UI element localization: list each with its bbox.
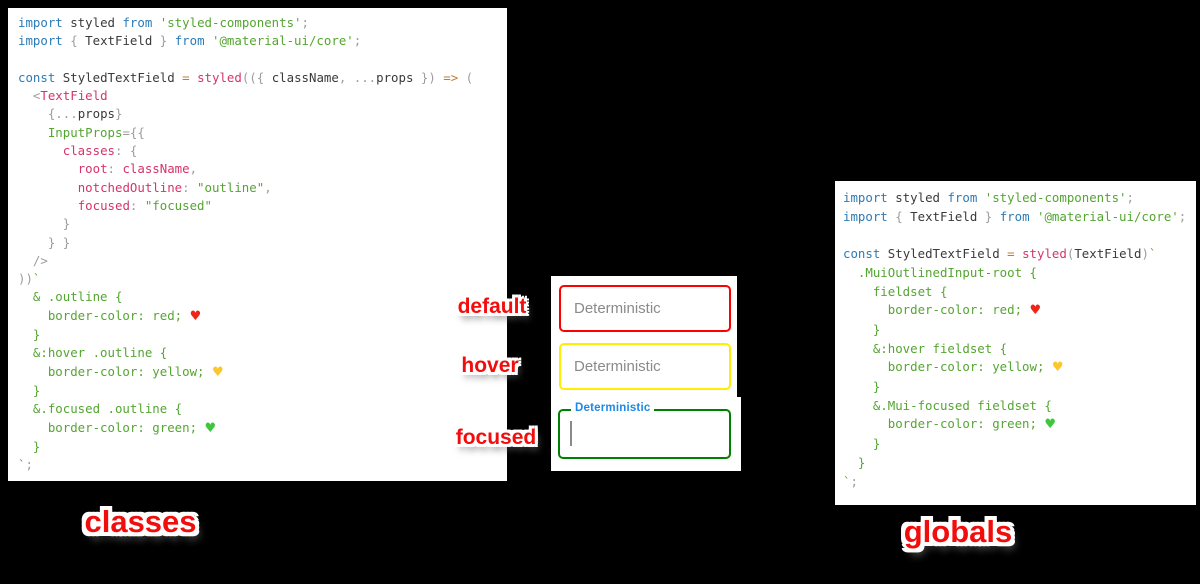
- caption-globals: globals: [903, 514, 1013, 549]
- annotation-hover: hover: [461, 354, 519, 377]
- textfield-default-placeholder: Deterministic: [574, 300, 661, 317]
- text-cursor: [570, 421, 572, 446]
- code-block-globals: import styled from 'styled-components';i…: [835, 181, 1196, 505]
- textfield-focused-label: Deterministic: [571, 402, 655, 414]
- caption-classes: classes: [84, 504, 197, 539]
- textfield-focused[interactable]: Deterministic: [558, 402, 731, 459]
- annotation-default: default: [457, 295, 527, 318]
- textfield-default[interactable]: Deterministic: [559, 285, 731, 332]
- annotation-focused: focused: [455, 426, 537, 449]
- textfield-hover[interactable]: Deterministic: [559, 343, 731, 390]
- code-block-classes: import styled from 'styled-components';i…: [8, 8, 507, 481]
- textfield-hover-placeholder: Deterministic: [574, 358, 661, 375]
